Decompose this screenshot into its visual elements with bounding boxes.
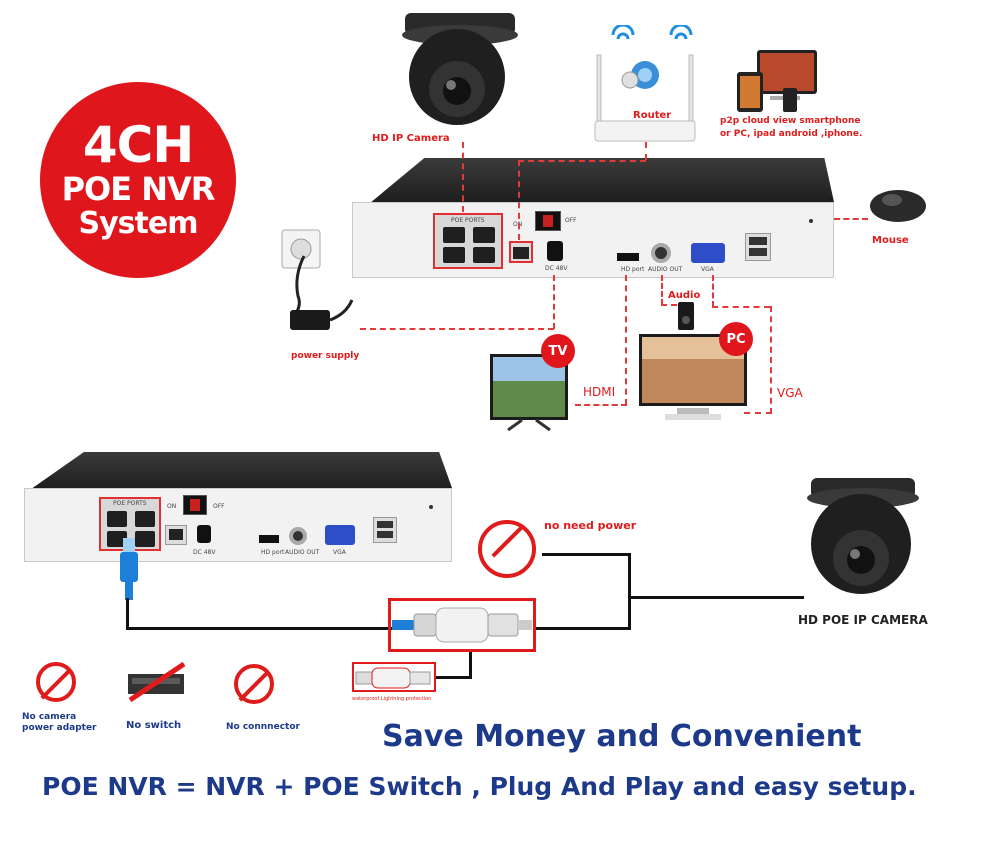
p2p-label-line1: p2p cloud view smartphone [720,116,861,126]
bottom-nvr-front-panel: POE PORTS ON OFF DC 48V HD port AUDIO OU… [24,488,452,562]
hd-port-label: HD port [261,549,285,556]
mouse-icon [870,190,926,222]
pc-tag: PC [719,322,753,356]
poe-ports-label: POE PORTS [113,500,147,507]
hd-port-label: HD port [621,266,645,273]
product-badge: 4CH POE NVR System [40,82,236,278]
top-poe-ports: POE PORTS [433,213,503,269]
mouse-label: Mouse [872,235,909,246]
poe-ports-label: POE PORTS [451,217,485,224]
waterproof-coupler-icon [392,607,532,643]
hdmi-line-h [575,404,627,406]
router-icon [594,25,696,142]
off-label: OFF [213,503,225,510]
cable-segment [628,596,804,599]
audio-line-h [661,304,677,306]
vga-label: VGA [777,386,803,400]
dc-label: DC 48V [193,549,216,556]
lightning-protector-icon [355,667,431,689]
dc-label: DC 48V [545,265,568,272]
bottom-camera-label: HD POE IP CAMERA [798,613,928,627]
power-switch[interactable] [183,495,207,515]
badge-line-2: POE NVR [61,170,216,208]
hdmi-line-v [625,275,627,405]
ethernet-coupler-highlight [388,598,536,652]
headline-primary: Save Money and Convenient [382,719,862,754]
top-nvr-front-panel: POE PORTS ON OFF DC 48V HD port AUDIO OU… [352,202,834,278]
no-power-adapter-icon [478,520,536,578]
p2p-label-line2: or PC, ipad android ,iphone. [720,129,863,139]
adapter-crossed-icon [36,662,76,702]
lan-port[interactable] [165,525,187,545]
audio-line-v [661,275,663,305]
vga-port[interactable] [325,525,355,545]
usb-ports[interactable] [745,233,771,261]
mouse-line [834,218,868,220]
cable-segment [628,553,631,630]
vga-line-h2 [744,412,772,414]
vga-line-v2 [770,306,772,414]
power-switch[interactable] [535,211,561,231]
off-label: OFF [565,217,577,224]
vga-port[interactable] [691,243,725,263]
badge-line-3: System [78,206,199,241]
lightning-label: waterproof Lightning protection [352,696,432,702]
router-down-line [645,142,647,160]
hdmi-port[interactable] [259,535,279,543]
audio-label: Audio [668,290,701,301]
dc-power-jack[interactable] [547,241,563,261]
cable-segment [436,676,472,679]
audio-out-label: AUDIO OUT [285,549,320,556]
poe-dome-camera-icon [807,478,919,594]
router-to-nvr-line-v [518,160,520,240]
vga-line-h1 [712,306,770,308]
tv-tag: TV [541,334,575,368]
top-camera-label: HD IP Camera [372,133,450,144]
no-connector-item: No connnector [224,660,314,740]
camera-to-nvr-line [462,142,464,212]
ethernet-plug-icon [120,538,138,600]
no-need-power-label: no need power [544,519,637,532]
router-to-nvr-line-h [518,160,646,162]
vga-line-v1 [712,275,714,307]
on-label: ON [167,503,177,510]
status-led [429,505,433,509]
power-supply-icon [281,229,354,330]
lightning-protector-highlight [352,662,436,692]
power-supply-label: power supply [291,351,360,361]
dc-power-jack[interactable] [197,525,211,543]
lan-port[interactable] [509,241,533,263]
cable-segment [534,627,630,630]
vga-port-label: VGA [701,266,714,273]
status-led [809,219,813,223]
dome-camera-icon [402,13,518,125]
audio-port[interactable] [651,243,671,263]
vga-port-label: VGA [333,549,346,556]
cable-segment [126,627,396,630]
headline-secondary: POE NVR = NVR + POE Switch , Plug And Pl… [42,772,917,801]
router-label: Router [633,110,672,121]
cable-segment [469,651,472,678]
badge-line-1: 4CH [82,116,194,174]
audio-out-label: AUDIO OUT [648,266,683,273]
top-nvr-lid [371,158,834,202]
audio-port[interactable] [289,527,307,545]
speaker-icon [678,302,694,330]
on-label: ON [513,221,523,228]
devices-icon [737,50,817,112]
switch-crossed-icon [128,661,186,703]
connector-crossed-icon [234,664,274,704]
bottom-nvr-lid [32,452,452,488]
no-camera-adapter-item: No camera power adapter [22,660,112,740]
hdmi-label: HDMI [583,385,616,399]
no-switch-item: No switch [124,660,214,740]
cable-segment [126,598,129,630]
power-line-h [360,328,554,330]
usb-ports[interactable] [373,517,397,543]
power-line-v [553,275,555,329]
cable-segment [542,553,631,556]
hdmi-port[interactable] [617,253,639,261]
